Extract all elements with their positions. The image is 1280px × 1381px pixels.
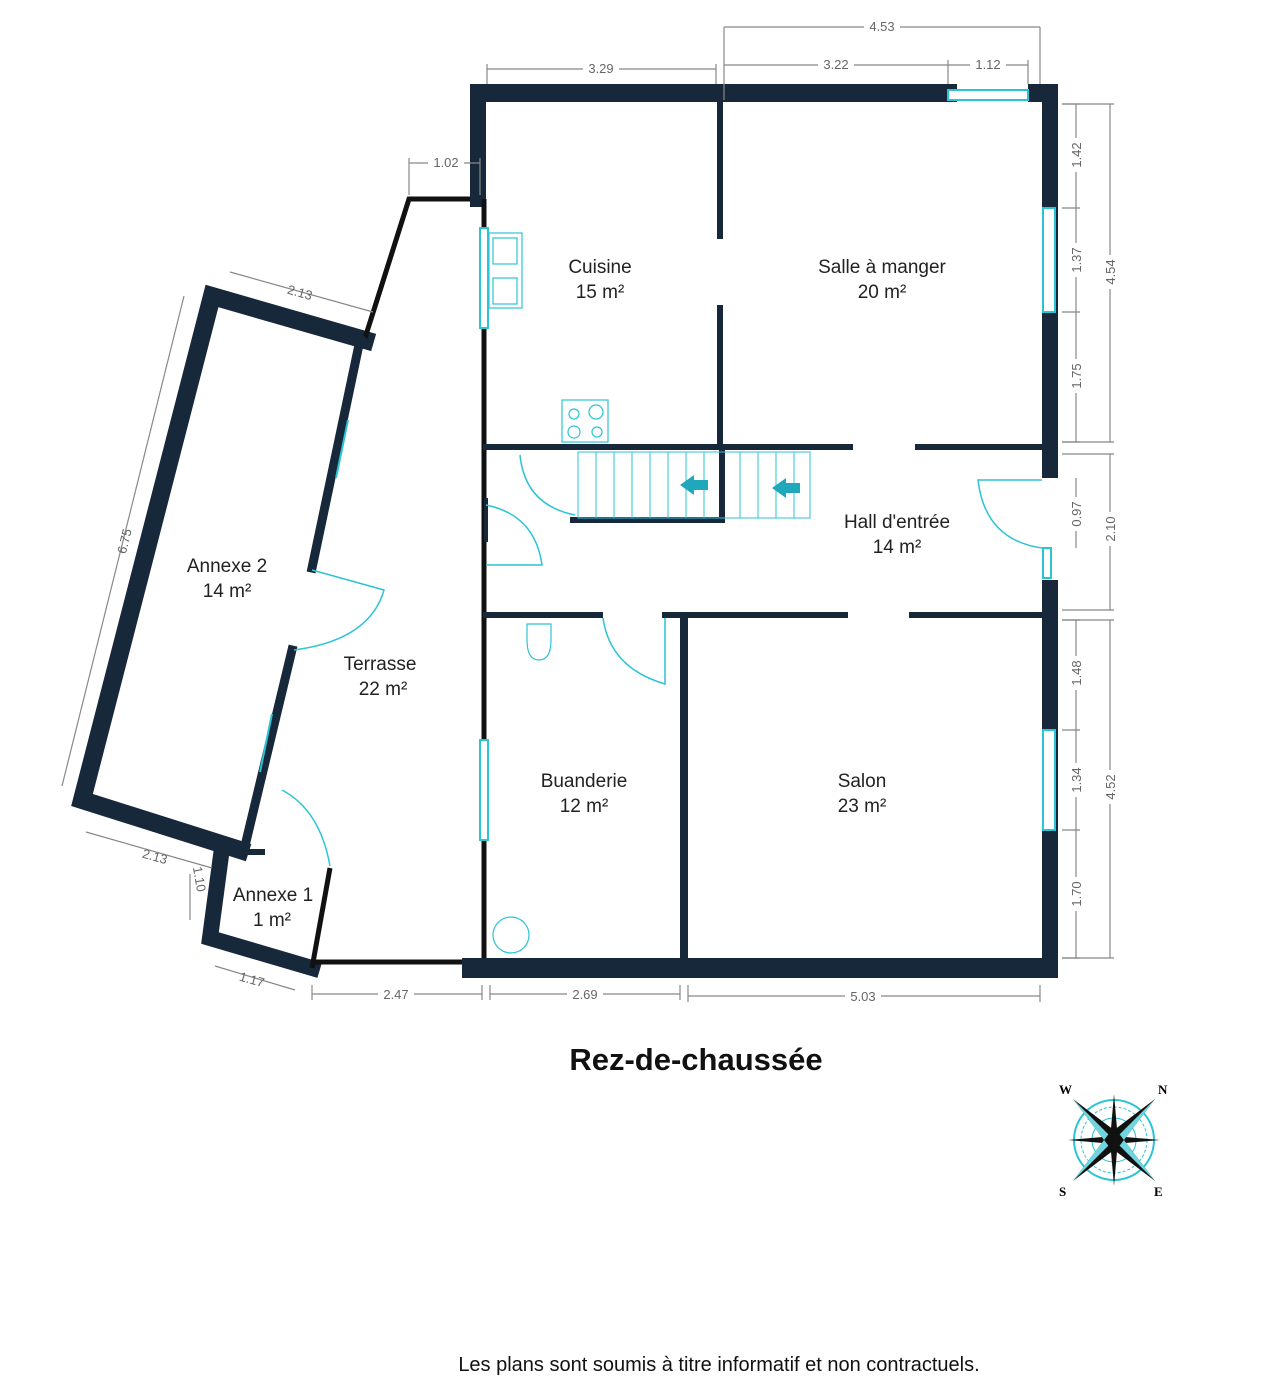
door-swing	[281, 789, 331, 867]
dim-label: 1.10	[190, 865, 209, 893]
room-area-salon: 23 m²	[838, 796, 887, 817]
room-name-annexe2: Annexe 2	[187, 556, 267, 577]
dim-label: 6.75	[114, 527, 135, 555]
room-name-terrasse: Terrasse	[344, 654, 417, 675]
window	[1042, 207, 1056, 313]
room-area-buanderie: 12 m²	[560, 796, 609, 817]
fixtures	[488, 232, 609, 954]
dim-label: 1.70	[1069, 881, 1084, 906]
dim-label: 2.13	[286, 282, 314, 303]
arrow-icon	[680, 475, 708, 495]
floor-title: Rez-de-chaussée	[569, 1042, 823, 1077]
dim-label: 3.29	[588, 61, 613, 76]
dim-label: 2.13	[141, 846, 169, 867]
room-labels: Cuisine 15 m² Salle à manger 20 m² Hall …	[187, 257, 950, 931]
dim-label: 1.12	[975, 57, 1000, 72]
dim-label: 3.22	[823, 57, 848, 72]
arrow-icon	[772, 478, 800, 498]
window	[947, 89, 1029, 101]
dim-label: 4.54	[1103, 259, 1118, 284]
window	[259, 713, 273, 773]
sink-icon	[488, 232, 523, 309]
dim-label: 4.52	[1103, 774, 1118, 799]
dim-label: 1.42	[1069, 142, 1084, 167]
doors	[485, 454, 1043, 685]
dim-label: 4.53	[869, 19, 894, 34]
door-swing	[293, 569, 385, 651]
dim-label: 1.75	[1069, 363, 1084, 388]
room-area-cuisine: 15 m²	[576, 282, 625, 303]
water-heater-icon	[492, 916, 530, 954]
room-area-terrasse: 22 m²	[359, 679, 408, 700]
window	[479, 227, 489, 329]
dim-label: 1.34	[1069, 767, 1084, 792]
room-area-hall: 14 m²	[873, 537, 922, 558]
terrace-walls	[238, 196, 484, 965]
dim-label: 1.48	[1069, 660, 1084, 685]
dim-label: 0.97	[1069, 501, 1084, 526]
room-area-annexe2: 14 m²	[203, 581, 252, 602]
room-area-salle: 20 m²	[858, 282, 907, 303]
annexe-1-walls	[201, 839, 333, 978]
window	[479, 739, 489, 841]
compass-s: S	[1059, 1184, 1066, 1199]
dim-label: 2.47	[383, 987, 408, 1002]
room-area-annexe1: 1 m²	[253, 910, 291, 931]
dim-label: 1.02	[433, 155, 458, 170]
compass-n: N	[1158, 1082, 1168, 1097]
interior-walls	[483, 99, 1045, 964]
compass-e: E	[1154, 1184, 1163, 1199]
compass-rose-icon: N W S E	[1059, 1082, 1168, 1199]
annexe-2-walls	[71, 284, 377, 862]
disclaimer: Les plans sont soumis à titre informatif…	[458, 1354, 980, 1376]
dim-label: 5.03	[850, 989, 875, 1004]
window	[1042, 547, 1052, 579]
dim-label: 1.37	[1069, 247, 1084, 272]
main-walls	[462, 84, 1058, 978]
dim-label: 1.17	[238, 969, 266, 990]
dimension-labels: 4.53 3.29 3.22 1.12 1.02 2.13 6.75 2.13 …	[114, 18, 1118, 1004]
room-name-cuisine: Cuisine	[568, 257, 631, 278]
toilet-icon	[526, 623, 552, 661]
window	[335, 419, 349, 479]
dim-label: 2.69	[572, 987, 597, 1002]
stove-icon	[561, 399, 609, 443]
room-name-annexe1: Annexe 1	[233, 885, 313, 906]
staircase	[577, 451, 811, 519]
dim-label: 2.10	[1103, 516, 1118, 541]
room-name-salon: Salon	[838, 771, 887, 792]
window	[1042, 729, 1056, 831]
room-name-hall: Hall d'entrée	[844, 512, 950, 533]
room-name-buanderie: Buanderie	[541, 771, 628, 792]
compass-w: W	[1059, 1082, 1072, 1097]
room-name-salle: Salle à manger	[818, 257, 946, 278]
